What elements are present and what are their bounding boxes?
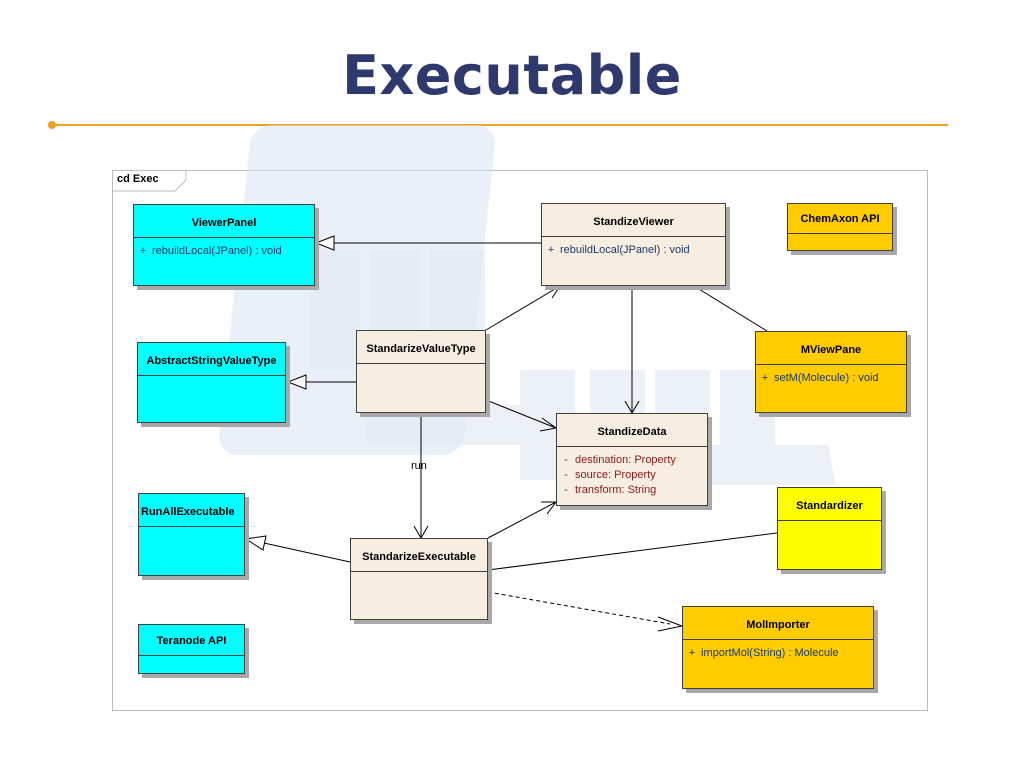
class-name: MolImporter — [683, 607, 873, 640]
class-name: StandizeViewer — [542, 204, 725, 237]
visibility-marker: + — [761, 372, 769, 384]
attribute-row: - destination: Property — [557, 453, 707, 468]
attribute-row: - transform: String — [557, 483, 707, 498]
generalization-head — [244, 535, 267, 551]
operation-text: importMol(String) : Molecule — [701, 647, 839, 659]
attribute-text: transform: String — [575, 484, 657, 496]
connector-executable-runall — [263, 542, 351, 563]
connector-valuetype-viewer — [485, 285, 561, 331]
operation-row: + importMol(String) : Molecule — [683, 646, 873, 661]
class-standizedata[interactable]: StandizeData - destination: Property - s… — [556, 413, 708, 506]
visibility-marker: + — [688, 647, 696, 659]
class-attributes: - destination: Property - source: Proper… — [557, 447, 707, 498]
connector-executable-molimporter — [487, 591, 671, 625]
class-runallexecutable[interactable]: RunAllExecutable — [138, 493, 245, 576]
connector-executable-standardizer — [487, 532, 778, 571]
operation-text: rebuildLocal(JPanel) : void — [152, 245, 282, 257]
connector-label-run: run — [411, 460, 427, 472]
visibility-marker: + — [139, 245, 147, 257]
frame-label: cd Exec — [117, 173, 159, 185]
visibility-marker: + — [547, 244, 555, 256]
generalization-head — [314, 235, 335, 251]
class-standarizeexecutable[interactable]: StandarizeExecutable — [350, 538, 488, 620]
class-teranode-api[interactable]: Teranode API — [138, 624, 245, 674]
generalization-head — [286, 374, 307, 390]
operation-text: setM(Molecule) : void — [774, 372, 879, 384]
class-operations: + setM(Molecule) : void — [756, 365, 906, 386]
operation-row: + setM(Molecule) : void — [756, 371, 906, 386]
connector-viewer-mviewpane — [693, 285, 768, 332]
class-abstractstringvaluetype[interactable]: AbstractStringValueType — [137, 342, 286, 423]
title-rule — [52, 124, 948, 126]
class-name: AbstractStringValueType — [138, 343, 285, 376]
class-name: ViewerPanel — [134, 205, 314, 238]
frame-tab — [112, 170, 187, 192]
class-name: RunAllExecutable — [139, 494, 244, 527]
class-name: ChemAxon API — [788, 204, 892, 234]
connector-executable-data — [487, 501, 557, 539]
class-name: StandarizeExecutable — [351, 539, 487, 572]
operation-text: rebuildLocal(JPanel) : void — [560, 244, 690, 256]
class-standarizevaluetype[interactable]: StandarizeValueType — [356, 330, 486, 413]
class-standardizer[interactable]: Standardizer — [777, 487, 882, 570]
slide-title: Executable — [342, 44, 682, 107]
attribute-row: - source: Property — [557, 468, 707, 483]
class-standizeviewer[interactable]: StandizeViewer + rebuildLocal(JPanel) : … — [541, 203, 726, 286]
class-name: Standardizer — [778, 488, 881, 521]
visibility-marker: - — [564, 454, 568, 466]
class-name: MViewPane — [756, 332, 906, 365]
class-operations: + rebuildLocal(JPanel) : void — [542, 237, 725, 258]
visibility-marker: - — [564, 484, 568, 496]
class-operations: + rebuildLocal(JPanel) : void — [134, 238, 314, 259]
class-operations: + importMol(String) : Molecule — [683, 640, 873, 661]
class-molimporter[interactable]: MolImporter + importMol(String) : Molecu… — [682, 606, 874, 689]
connector-valuetype-data — [485, 399, 557, 429]
attribute-text: source: Property — [575, 469, 656, 481]
class-name: StandizeData — [557, 414, 707, 447]
operation-row: + rebuildLocal(JPanel) : void — [134, 244, 314, 259]
operation-row: + rebuildLocal(JPanel) : void — [542, 243, 725, 258]
visibility-marker: - — [564, 469, 568, 481]
class-mviewpane[interactable]: MViewPane + setM(Molecule) : void — [755, 331, 907, 413]
class-viewerpanel[interactable]: ViewerPanel + rebuildLocal(JPanel) : voi… — [133, 204, 315, 286]
class-chemaxon-api[interactable]: ChemAxon API — [787, 203, 893, 251]
attribute-text: destination: Property — [575, 454, 676, 466]
class-name: Teranode API — [139, 625, 244, 656]
class-name: StandarizeValueType — [357, 331, 485, 364]
